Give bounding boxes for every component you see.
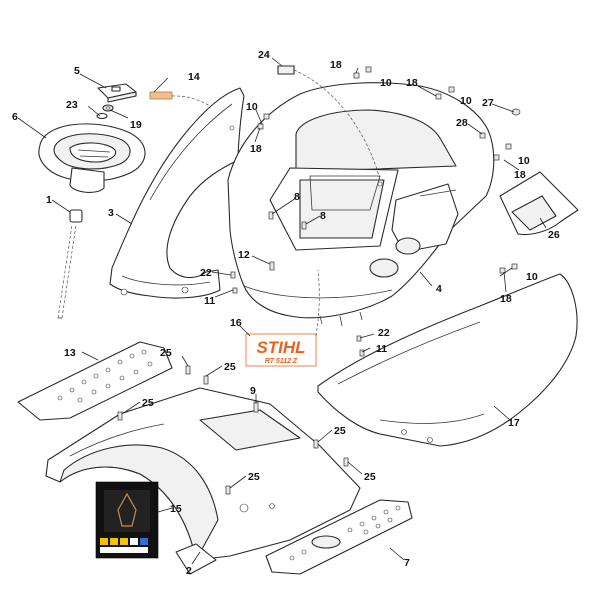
callout-22-left: 22	[200, 267, 212, 279]
steering-wheel	[38, 123, 146, 193]
callout-18-hood-left: 18	[330, 59, 342, 71]
callout-16: 16	[230, 317, 242, 329]
left-foot-mat	[17, 341, 173, 421]
callout-10-cowl: 10	[246, 101, 258, 113]
callout-6: 6	[12, 111, 18, 123]
leader-lines	[17, 57, 547, 565]
callout-25-center: 25	[248, 471, 260, 483]
callout-1: 1	[46, 194, 52, 206]
callout-11-right: 11	[376, 343, 387, 355]
callout-11-left: 11	[204, 295, 215, 307]
callout-25-left-mid: 25	[224, 361, 236, 373]
brand-logo: STIHL	[256, 338, 305, 357]
callout-7: 7	[404, 557, 410, 569]
steering-column	[57, 209, 83, 319]
callout-14: 14	[188, 71, 200, 83]
callout-27: 27	[482, 97, 494, 109]
callout-10-hood-right: 10	[460, 95, 472, 107]
callout-10-hood-left: 10	[380, 77, 392, 89]
callout-2: 2	[186, 565, 192, 577]
callout-18-hood-mid: 18	[406, 77, 418, 89]
callout-13: 13	[64, 347, 76, 359]
safety-decal	[95, 481, 159, 559]
right-foot-mat	[265, 499, 413, 575]
callout-8-left: 8	[294, 191, 300, 203]
callout-22-right: 22	[378, 327, 390, 339]
callout-24: 24	[258, 49, 270, 61]
callout-25-left-low: 25	[142, 397, 154, 409]
callout-5: 5	[74, 65, 80, 77]
callout-4: 4	[436, 283, 442, 295]
fasteners	[117, 66, 521, 495]
callout-25-left-top: 25	[160, 347, 172, 359]
callout-26: 26	[548, 229, 560, 241]
callout-15: 15	[170, 503, 182, 515]
callout-labels: 1 2 3 4 5 6 7 8 8 9 10 10 10 10 10 11 11…	[12, 49, 560, 577]
callout-18-side: 18	[514, 169, 526, 181]
decal-24	[277, 65, 381, 181]
callout-12: 12	[238, 249, 250, 261]
mat-holes-13	[57, 349, 153, 403]
callout-25-right-top: 25	[334, 425, 346, 437]
hub-cap	[97, 83, 137, 103]
callout-10-side: 10	[518, 155, 530, 167]
decal-small	[149, 91, 239, 129]
right-fender	[317, 273, 578, 447]
washer-nut	[96, 104, 114, 120]
callout-18-fender: 18	[500, 293, 512, 305]
callout-18-cowl: 18	[250, 143, 262, 155]
model-label: RT 5112 Z	[265, 358, 298, 365]
hood-dashboard	[227, 82, 495, 327]
stihl-decal: STIHL RT 5112 Z	[245, 269, 320, 367]
callout-19: 19	[130, 119, 142, 131]
mat-holes-7	[289, 505, 401, 561]
callout-3: 3	[108, 207, 114, 219]
callout-23: 23	[66, 99, 78, 111]
callout-28: 28	[456, 117, 468, 129]
callout-10-fender: 10	[526, 271, 538, 283]
callout-9: 9	[250, 385, 256, 397]
left-side-panel	[109, 87, 245, 299]
callout-17: 17	[508, 417, 520, 429]
right-cover-flap	[499, 171, 579, 236]
callout-25-right-low: 25	[364, 471, 376, 483]
floor-pan	[45, 387, 361, 575]
callout-8-right: 8	[320, 210, 326, 222]
